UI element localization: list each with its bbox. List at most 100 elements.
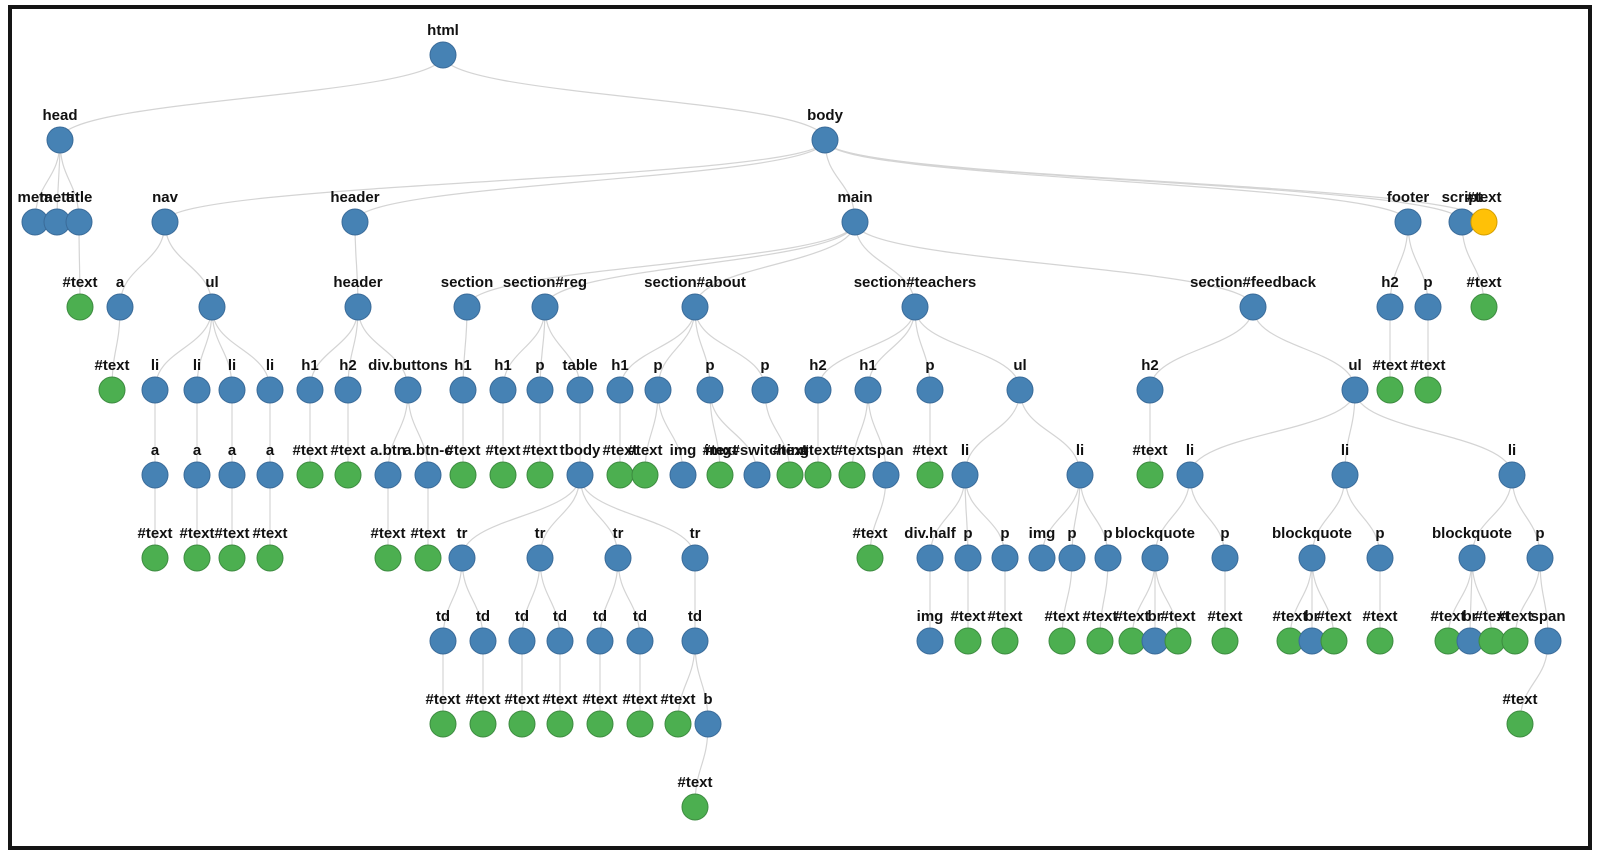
tree-node-body[interactable] (811, 126, 839, 154)
tree-node-section#about[interactable] (681, 293, 709, 321)
tree-node-#text[interactable] (664, 710, 692, 738)
tree-node-#text[interactable] (1366, 627, 1394, 655)
tree-node-blockquote[interactable] (1141, 544, 1169, 572)
tree-node-td[interactable] (429, 627, 457, 655)
tree-node-li[interactable] (183, 376, 211, 404)
tree-node-#text[interactable] (606, 461, 634, 489)
tree-node-#text[interactable] (804, 461, 832, 489)
tree-node-section#reg[interactable] (531, 293, 559, 321)
tree-node-#text[interactable] (469, 710, 497, 738)
tree-node-#text[interactable] (1086, 627, 1114, 655)
tree-node-a[interactable] (106, 293, 134, 321)
tree-node-#text[interactable] (1320, 627, 1348, 655)
tree-node-#text[interactable] (374, 544, 402, 572)
tree-node-#text[interactable] (508, 710, 536, 738)
tree-node-#text[interactable] (1506, 710, 1534, 738)
tree-node-#text[interactable] (776, 461, 804, 489)
tree-node-#text[interactable] (546, 710, 574, 738)
tree-node-#text[interactable] (449, 461, 477, 489)
tree-node-p[interactable] (1414, 293, 1442, 321)
tree-node-a.btn[interactable] (374, 461, 402, 489)
tree-node-#text[interactable] (1414, 376, 1442, 404)
tree-node-span[interactable] (1534, 627, 1562, 655)
tree-node-h1[interactable] (449, 376, 477, 404)
tree-node-tr[interactable] (448, 544, 476, 572)
tree-node-header[interactable] (341, 208, 369, 236)
tree-node-section#feedback[interactable] (1239, 293, 1267, 321)
tree-node-title[interactable] (65, 208, 93, 236)
tree-node-#text[interactable] (631, 461, 659, 489)
tree-node-p[interactable] (954, 544, 982, 572)
tree-node-#text[interactable] (991, 627, 1019, 655)
tree-node-ul[interactable] (1006, 376, 1034, 404)
tree-node-h1[interactable] (489, 376, 517, 404)
tree-node-ul[interactable] (1341, 376, 1369, 404)
tree-node-h2[interactable] (804, 376, 832, 404)
tree-node-td[interactable] (626, 627, 654, 655)
tree-node-#text[interactable] (916, 461, 944, 489)
tree-node-#text[interactable] (1136, 461, 1164, 489)
tree-node-li[interactable] (256, 376, 284, 404)
tree-node-img[interactable] (1028, 544, 1056, 572)
tree-node-a[interactable] (183, 461, 211, 489)
tree-node-blockquote[interactable] (1298, 544, 1326, 572)
tree-node-section#teachers[interactable] (901, 293, 929, 321)
tree-node-#text[interactable] (414, 544, 442, 572)
tree-node-p[interactable] (1211, 544, 1239, 572)
tree-node-tr[interactable] (604, 544, 632, 572)
tree-node-footer[interactable] (1394, 208, 1422, 236)
tree-node-table[interactable] (566, 376, 594, 404)
tree-node-p[interactable] (1094, 544, 1122, 572)
tree-node-a[interactable] (218, 461, 246, 489)
tree-node-#text[interactable] (66, 293, 94, 321)
tree-node-main[interactable] (841, 208, 869, 236)
tree-node-blockquote[interactable] (1458, 544, 1486, 572)
tree-node-h2[interactable] (1376, 293, 1404, 321)
tree-node-span[interactable] (872, 461, 900, 489)
tree-node-#text[interactable] (1211, 627, 1239, 655)
tree-node-h1[interactable] (606, 376, 634, 404)
tree-node-#text[interactable] (526, 461, 554, 489)
tree-node-#text[interactable] (1164, 627, 1192, 655)
tree-node-#text[interactable] (1470, 293, 1498, 321)
tree-node-li[interactable] (1066, 461, 1094, 489)
tree-node-p[interactable] (1366, 544, 1394, 572)
tree-node-#text[interactable] (1048, 627, 1076, 655)
tree-node-td[interactable] (681, 627, 709, 655)
tree-node-li[interactable] (218, 376, 246, 404)
tree-node-#text[interactable] (706, 461, 734, 489)
tree-node-#text[interactable] (429, 710, 457, 738)
tree-node-#text[interactable] (1501, 627, 1529, 655)
tree-node-li[interactable] (951, 461, 979, 489)
tree-node-section[interactable] (453, 293, 481, 321)
tree-node-h1[interactable] (854, 376, 882, 404)
tree-node-td[interactable] (586, 627, 614, 655)
tree-node-p[interactable] (1526, 544, 1554, 572)
tree-node-#text[interactable] (256, 544, 284, 572)
tree-node-p[interactable] (916, 376, 944, 404)
tree-node-a[interactable] (256, 461, 284, 489)
tree-node-p[interactable] (526, 376, 554, 404)
tree-node-#text[interactable] (218, 544, 246, 572)
tree-node-li[interactable] (1331, 461, 1359, 489)
tree-node-#text[interactable] (296, 461, 324, 489)
tree-node-p[interactable] (644, 376, 672, 404)
tree-node-head[interactable] (46, 126, 74, 154)
tree-node-img[interactable] (669, 461, 697, 489)
tree-node-html[interactable] (429, 41, 457, 69)
tree-node-#text[interactable] (489, 461, 517, 489)
tree-node-#text[interactable] (1118, 627, 1146, 655)
tree-node-#text[interactable] (586, 710, 614, 738)
tree-node-#text[interactable] (954, 627, 982, 655)
tree-node-li[interactable] (141, 376, 169, 404)
tree-node-header[interactable] (344, 293, 372, 321)
tree-node-#text[interactable] (1470, 208, 1498, 236)
tree-node-p[interactable] (751, 376, 779, 404)
tree-node-#text[interactable] (856, 544, 884, 572)
tree-node-a[interactable] (141, 461, 169, 489)
tree-node-h2[interactable] (334, 376, 362, 404)
tree-node-#text[interactable] (626, 710, 654, 738)
tree-node-p[interactable] (991, 544, 1019, 572)
tree-node-#text[interactable] (141, 544, 169, 572)
tree-node-h2[interactable] (1136, 376, 1164, 404)
